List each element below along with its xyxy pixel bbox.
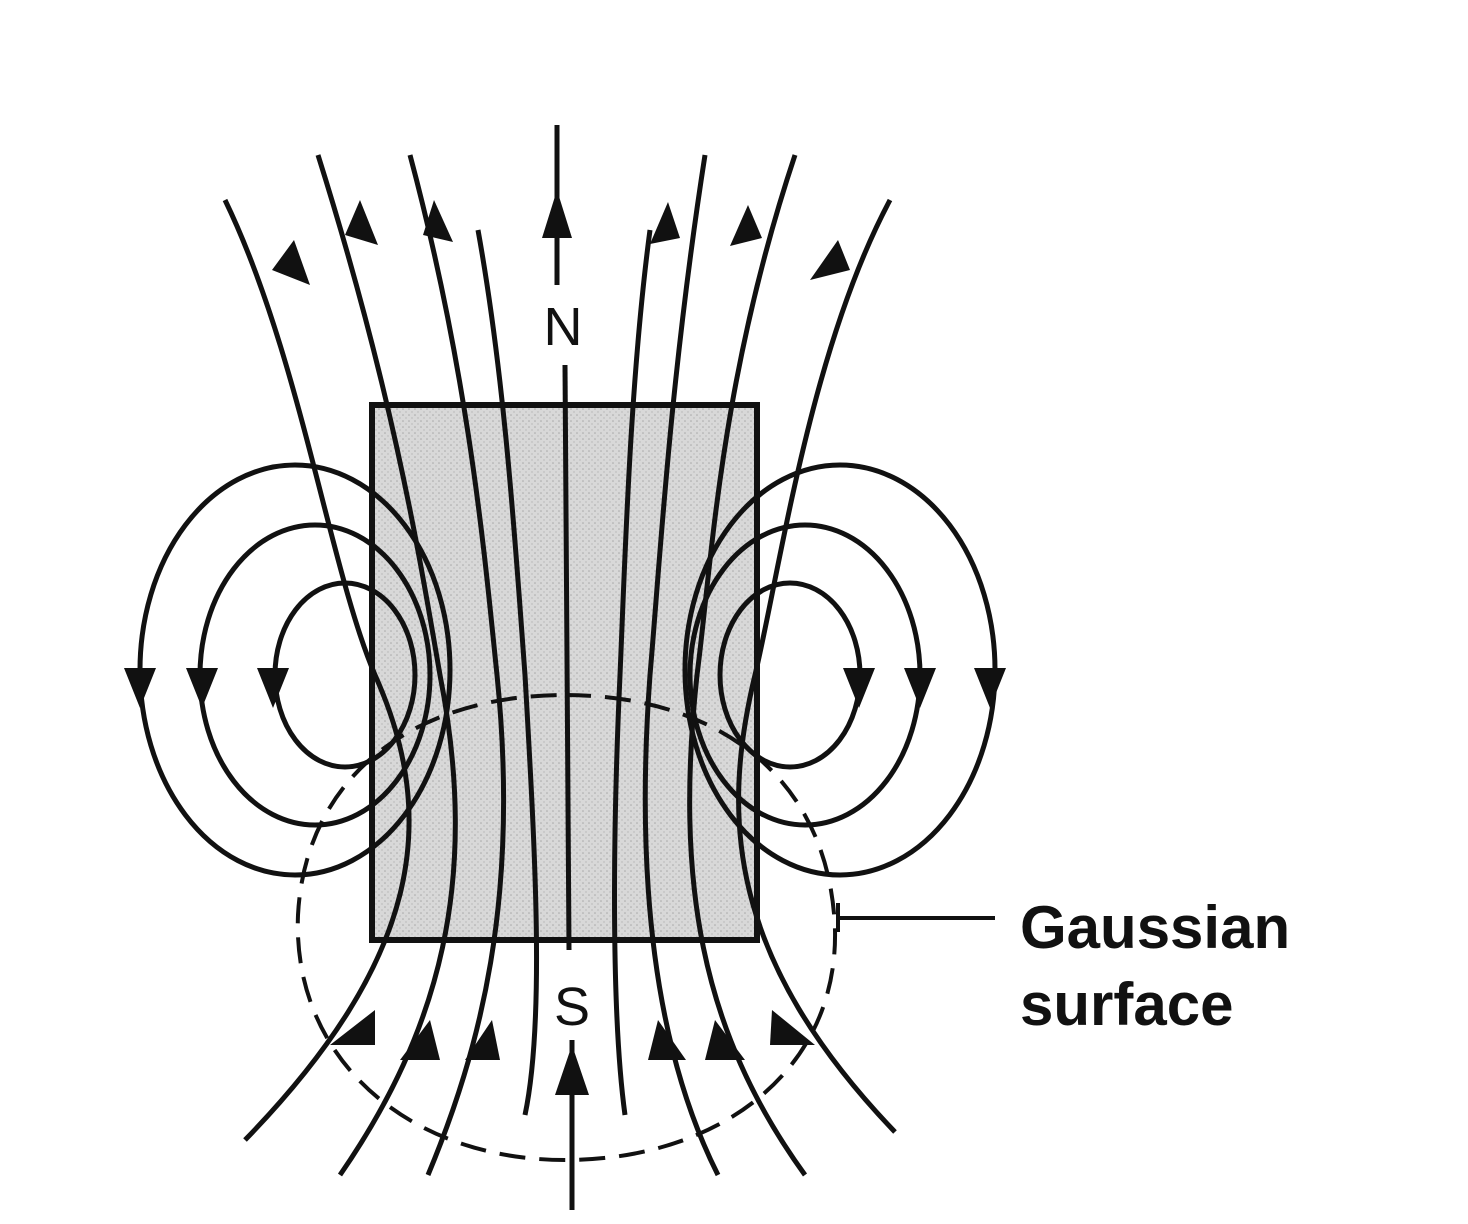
field-line-5 <box>612 229 653 1116</box>
arrowhead-top-6 <box>810 240 850 280</box>
arrowhead-bottom-4 <box>648 1020 686 1060</box>
north-pole-label: N <box>544 297 583 357</box>
arrowhead-right-outer <box>974 668 1006 708</box>
field-line-arrowheads <box>272 190 850 1095</box>
arrowhead-top-1 <box>272 240 310 285</box>
field-line-8 <box>736 198 897 1134</box>
gaussian-label-line1: Gaussian <box>1020 894 1290 961</box>
arrowhead-right-inner <box>843 668 875 708</box>
field-line-4 <box>475 229 540 1116</box>
arrowhead-right-middle <box>904 668 936 708</box>
gaussian-callout <box>836 903 995 932</box>
arrowhead-bottom-6 <box>770 1010 815 1045</box>
arrowhead-bottom-3 <box>465 1020 500 1060</box>
arrowhead-left-middle <box>186 668 218 708</box>
field-line-7 <box>687 154 808 1177</box>
arrowhead-left-outer <box>124 668 156 708</box>
axis-magnet-segment <box>562 364 572 951</box>
arrowhead-left-inner <box>257 668 289 708</box>
arrowhead-top-5 <box>730 205 762 246</box>
field-line-2 <box>315 154 458 1177</box>
arrowhead-top-2 <box>345 200 378 245</box>
arrowhead-bottom-2 <box>400 1020 440 1060</box>
arrowhead-bottom-5 <box>705 1020 745 1060</box>
field-line-3 <box>407 154 507 1176</box>
arrowhead-bottom-axis <box>555 1045 589 1095</box>
arrowhead-top-4 <box>650 202 680 244</box>
field-line-1 <box>222 198 412 1142</box>
arrowhead-top-3 <box>423 200 453 242</box>
arrowhead-bottom-1 <box>330 1010 375 1045</box>
gaussian-label-line2: surface <box>1020 971 1233 1038</box>
through-field-lines <box>222 154 897 1177</box>
south-pole-label: S <box>554 977 590 1037</box>
loop-arrowheads <box>124 668 1006 708</box>
arrowhead-top-axis <box>542 190 572 238</box>
